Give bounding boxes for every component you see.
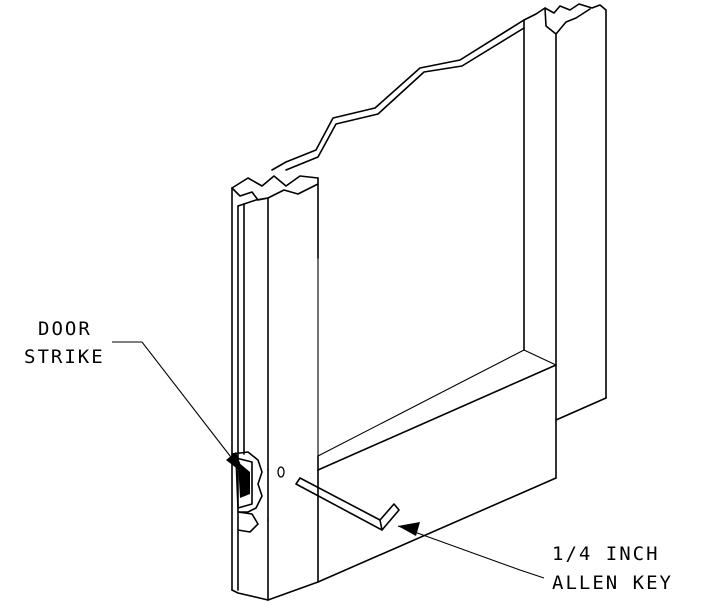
right-jamb (523, 3, 607, 421)
threshold (267, 364, 557, 601)
allen-key-leader (397, 522, 545, 579)
allen-key (295, 477, 400, 531)
door-strike-label-line2: STRIKE (24, 346, 105, 368)
frame-opening (317, 258, 557, 457)
screw-hole (277, 466, 285, 478)
frame-head-break (271, 19, 525, 171)
allen-key-label-line2: ALLEN KEY (552, 572, 673, 594)
left-jamb (231, 175, 319, 601)
allen-key-label-line1: 1/4 INCH (552, 543, 660, 565)
door-strike-leader (112, 341, 245, 475)
door-strike-label-line1: DOOR (38, 318, 92, 340)
